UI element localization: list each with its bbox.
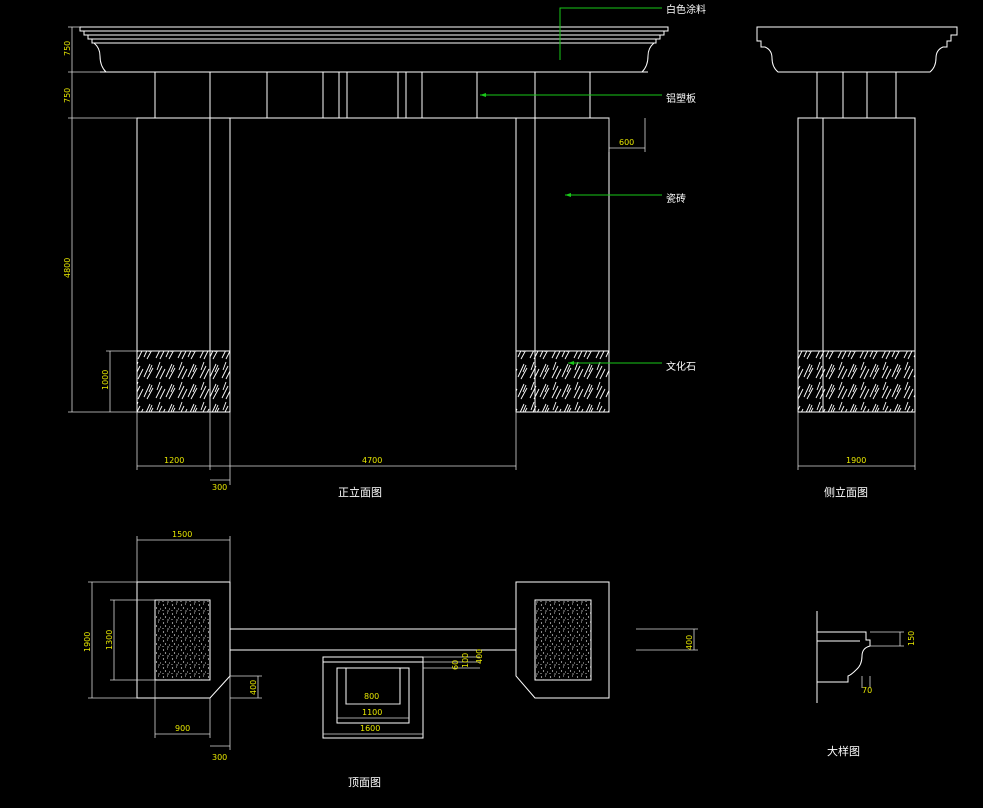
dim-900: 900	[175, 724, 190, 733]
dim-4700: 4700	[362, 456, 382, 465]
side-column	[797, 117, 916, 413]
right-column	[515, 117, 610, 413]
dim-400-plan-left: 400	[249, 680, 258, 695]
side-elevation-title: 侧立面图	[824, 485, 868, 499]
dim-1200: 1200	[164, 456, 184, 465]
plan-view-title: 顶面图	[348, 776, 381, 789]
dim-800: 800	[364, 692, 379, 701]
side-cornice	[756, 26, 958, 73]
dim-150: 150	[907, 631, 916, 646]
dim-750-top: 750	[63, 41, 72, 56]
dim-1300: 1300	[105, 630, 114, 650]
dim-60: 60	[451, 660, 460, 670]
dim-750-band: 750	[63, 88, 72, 103]
side-band	[816, 71, 897, 119]
dim-100: 100	[461, 653, 470, 668]
plan-view: 1500 1900 1300 400 900 300 800 1100 1600…	[83, 530, 698, 789]
detail-view: 150 70 大样图	[816, 611, 916, 758]
dim-4800: 4800	[63, 258, 72, 278]
front-elevation: 白色涂料 铝塑板 瓷砖 文化石 750 750 4800 1000 600 12…	[63, 3, 706, 499]
dim-600: 600	[619, 138, 634, 147]
dim-400-plan-right: 400	[685, 635, 694, 650]
dim-300-plan: 300	[212, 753, 227, 762]
cornice	[79, 26, 669, 73]
dim-400-plan-mid: 400	[475, 649, 484, 664]
plan-right-column	[515, 581, 610, 699]
note-aluminum-panel: 铝塑板	[666, 92, 696, 105]
front-leaders	[480, 7, 662, 365]
plan-dimension-lines	[88, 536, 698, 750]
dim-1500: 1500	[172, 530, 192, 539]
front-elevation-title: 正立面图	[338, 485, 382, 499]
note-white-paint: 白色涂料	[666, 3, 706, 16]
dim-70: 70	[862, 686, 872, 695]
detail-view-title: 大样图	[827, 744, 860, 758]
dim-1600: 1600	[360, 724, 380, 733]
plan-beam	[209, 628, 537, 651]
note-tile: 瓷砖	[666, 192, 686, 205]
dim-1100: 1100	[362, 708, 382, 717]
side-elevation: 1900 侧立面图	[756, 26, 958, 499]
dim-300-front: 300	[212, 483, 227, 492]
note-culture-stone: 文化石	[666, 360, 696, 373]
front-dimension-lines	[68, 26, 646, 485]
dim-1900-plan: 1900	[83, 632, 92, 652]
dim-1000: 1000	[101, 370, 110, 390]
plan-left-column	[136, 581, 231, 699]
left-column	[136, 117, 231, 413]
dim-1900-side: 1900	[846, 456, 866, 465]
aluminum-panel-band	[154, 71, 591, 119]
